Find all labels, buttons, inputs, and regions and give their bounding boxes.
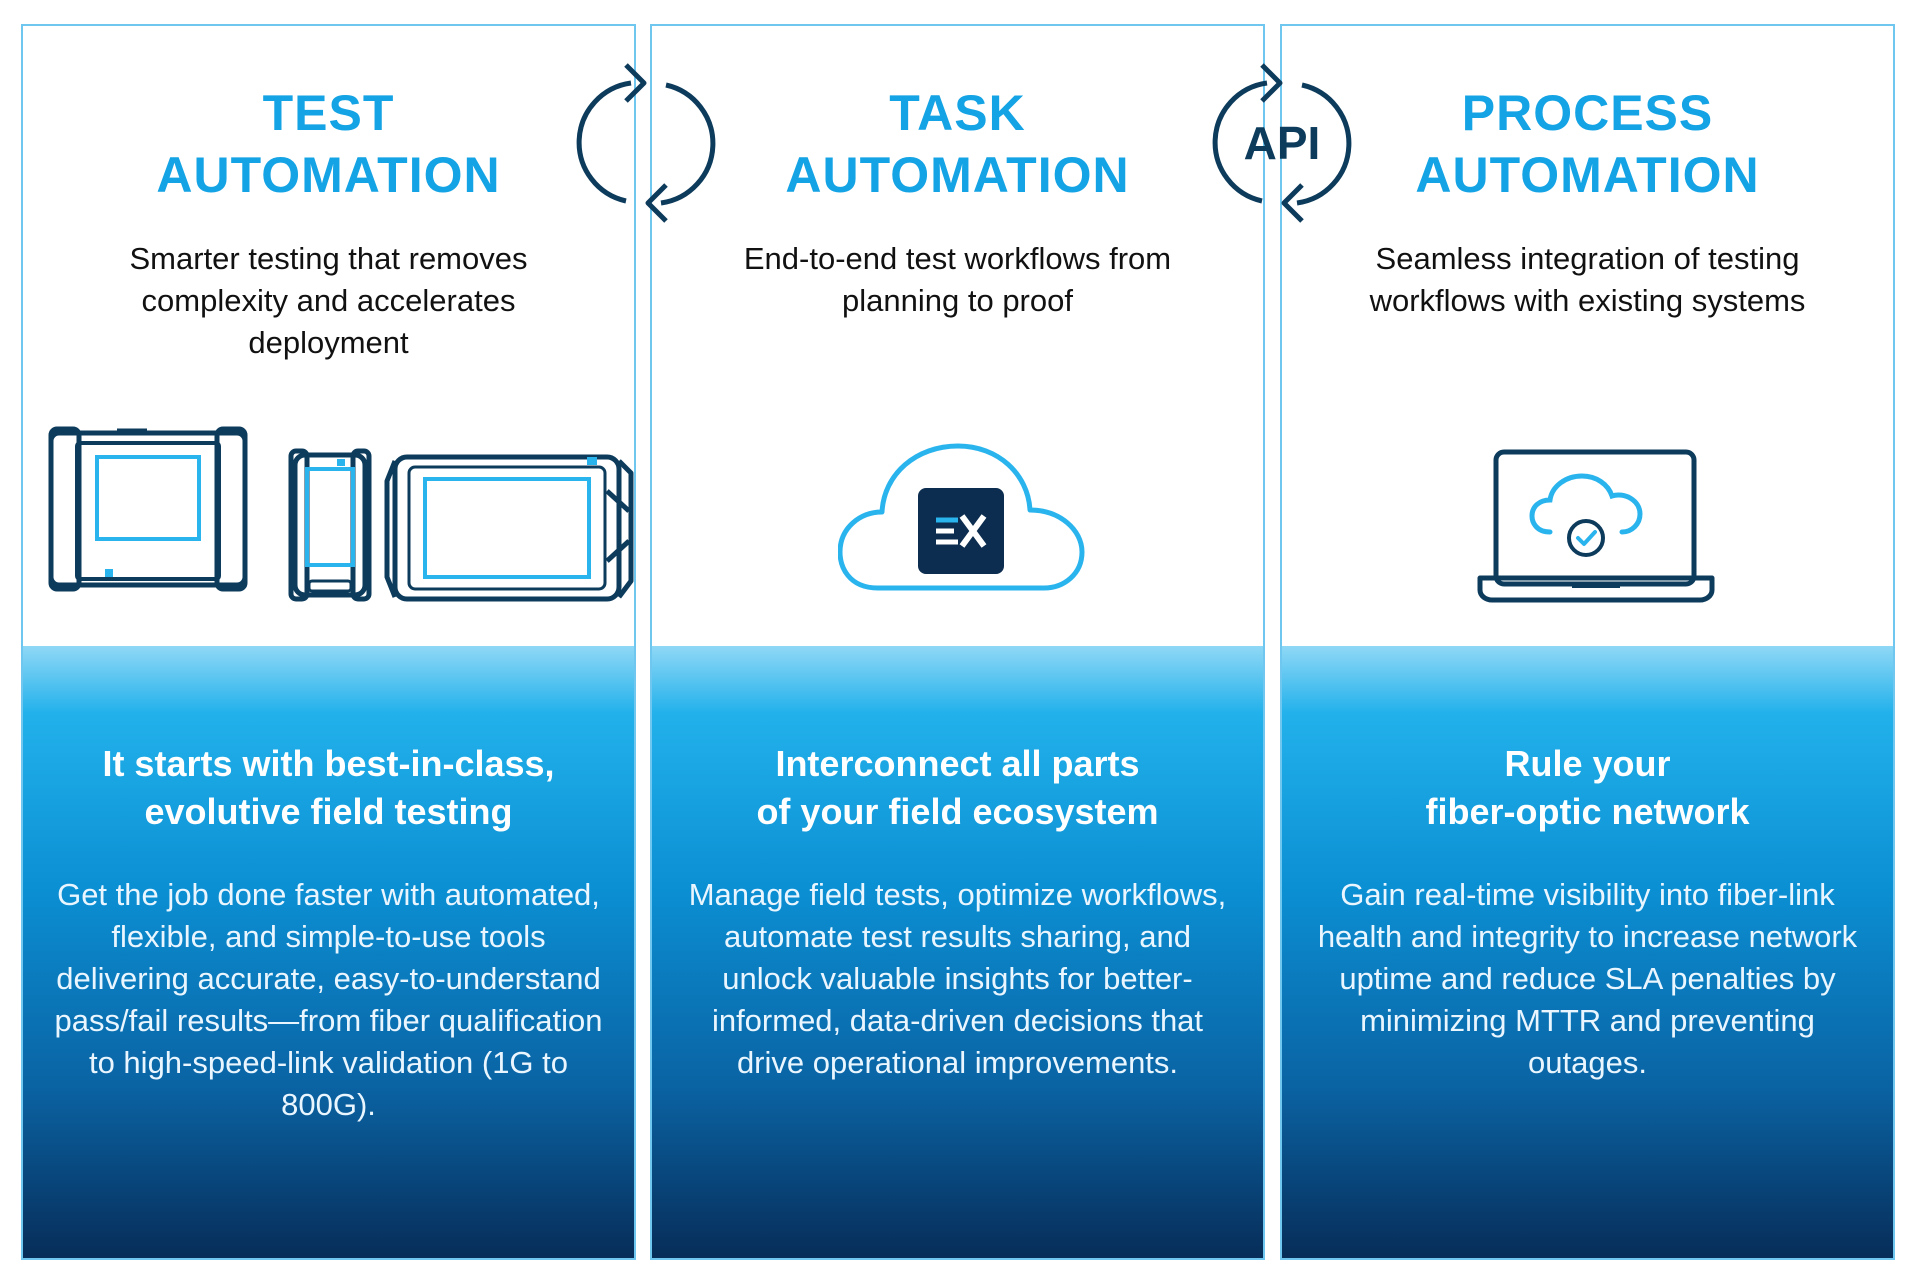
column-task-automation: TASK AUTOMATION End-to-end test workflow… <box>650 24 1265 1260</box>
api-label: API <box>1243 117 1321 169</box>
column-body: Get the job done faster with automated, … <box>54 877 603 1122</box>
column-bottom-panel <box>652 646 1263 1258</box>
column-heading: It starts with best-in-class, evolutive … <box>53 740 604 836</box>
api-connector: API <box>1212 63 1352 223</box>
column-title-line1: TEST <box>262 85 395 141</box>
column-heading-line1: Interconnect all parts <box>775 743 1140 784</box>
column-heading-line1: It starts with best-in-class, <box>102 743 555 784</box>
api-cycle-icon <box>1212 63 1352 223</box>
column-heading: Rule your fiber-optic network <box>1312 740 1863 836</box>
handheld-test-devices-icon <box>48 426 634 602</box>
column-heading-line2: fiber-optic network <box>1425 791 1750 832</box>
column-process-automation: PROCESS AUTOMATION Seamless integration … <box>1280 24 1895 1260</box>
column-title-line2: AUTOMATION <box>785 147 1130 203</box>
column-title-line1: PROCESS <box>1461 85 1714 141</box>
column-title-line2: AUTOMATION <box>1415 147 1760 203</box>
column-heading-line1: Rule your <box>1504 743 1671 784</box>
column-body: Manage field tests, optimize workflows, … <box>688 877 1227 1080</box>
column-subtitle: End-to-end test workflows from planning … <box>743 241 1172 318</box>
column-heading: Interconnect all parts of your field eco… <box>682 740 1233 836</box>
column-title: TEST AUTOMATION <box>23 82 634 206</box>
column-heading-line2: evolutive field testing <box>144 791 513 832</box>
column-title-line2: AUTOMATION <box>156 147 501 203</box>
column-title-line1: TASK <box>889 85 1026 141</box>
laptop-cloud-check-icon <box>1477 449 1715 603</box>
column-title: PROCESS AUTOMATION <box>1282 82 1893 206</box>
column-subtitle: Smarter testing that removes complexity … <box>129 241 528 360</box>
column-bottom-panel <box>1282 646 1893 1258</box>
column-heading-line2: of your field ecosystem <box>756 791 1159 832</box>
column-bottom-panel <box>23 646 634 1258</box>
column-test-automation: TEST AUTOMATION Smarter testing that rem… <box>21 24 636 1260</box>
column-body: Gain real-time visibility into fiber-lin… <box>1317 877 1858 1080</box>
column-subtitle: Seamless integration of testing workflow… <box>1369 241 1806 318</box>
cycle-arrows-icon <box>576 63 716 223</box>
cloud-ex-icon <box>838 443 1085 591</box>
column-title: TASK AUTOMATION <box>652 82 1263 206</box>
